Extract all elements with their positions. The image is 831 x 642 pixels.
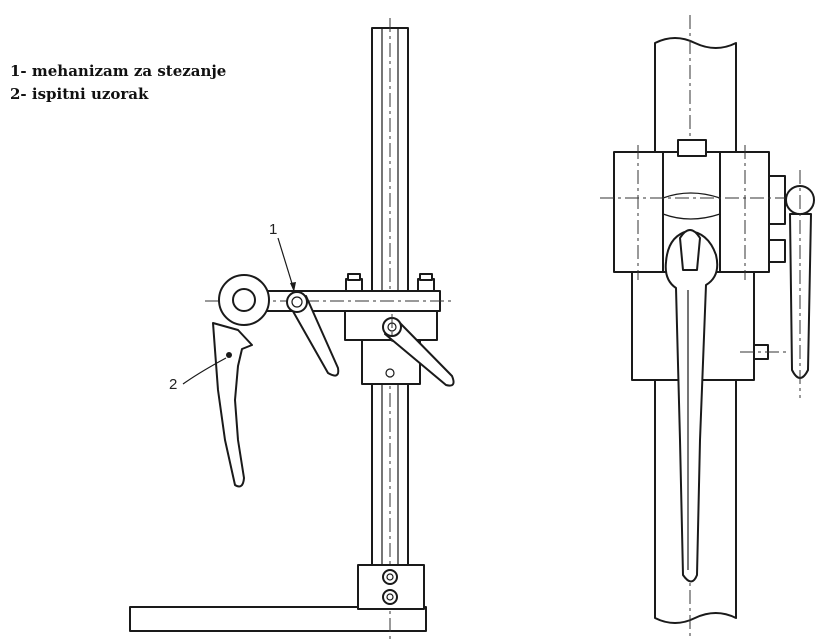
legend-item-clamping-mechanism: 1- mehanizam za stezanje [10, 62, 227, 80]
clamp-front-view [600, 15, 815, 640]
stand-side-view: 1 2 [129, 18, 455, 640]
clamp-mechanism-pivot [286, 291, 308, 313]
callout-1-label: 1 [269, 221, 277, 238]
specimen-mark [226, 352, 232, 358]
test-specimen [212, 322, 253, 488]
front-side-nut [768, 175, 786, 225]
column-lever [384, 322, 455, 387]
legend: 1- mehanizam za stezanje 2- ispitni uzor… [10, 60, 226, 106]
legend-item-test-specimen: 2- ispitni uzorak [10, 85, 149, 103]
foot-bolt-lower [382, 589, 398, 605]
callout-2-label: 2 [169, 376, 177, 393]
clamp-mechanism-lever [289, 295, 340, 377]
front-center-lever-knob [679, 229, 701, 271]
foot-bolt-upper [382, 569, 398, 585]
callout-2-leader [182, 357, 227, 385]
base-plate [129, 606, 427, 632]
front-top-cap [677, 139, 707, 157]
front-column-top [654, 37, 737, 159]
callout-1-leader [277, 237, 295, 291]
